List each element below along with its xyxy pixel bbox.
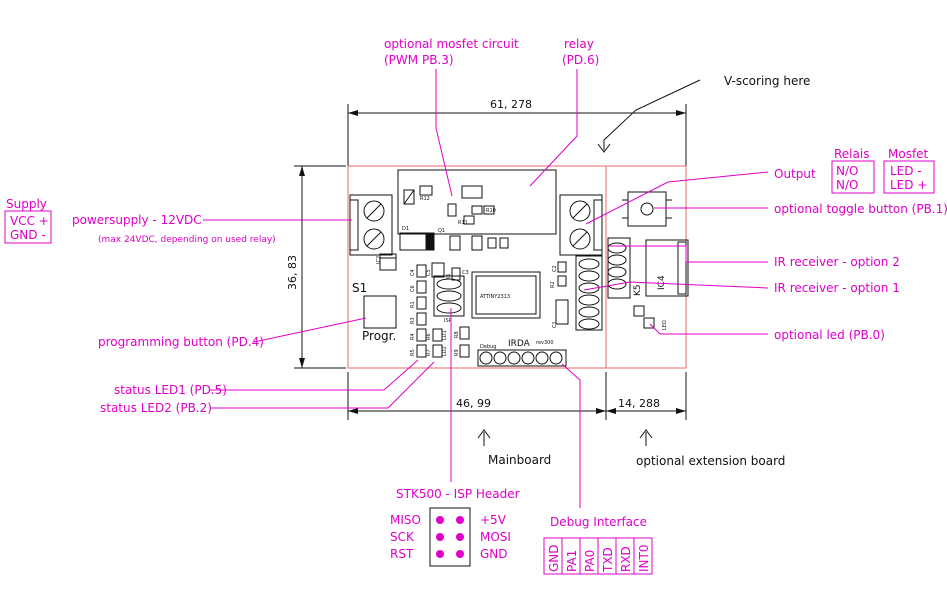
silk-chip: ATTINY2313	[480, 294, 510, 300]
isp-pin-miso: MISO	[390, 513, 421, 527]
pcb-components	[349, 169, 689, 367]
silk-r9: R9	[454, 349, 460, 356]
board-arrows	[477, 429, 653, 446]
debug-interface-dividers	[561, 538, 635, 574]
dimension-width-ext: 14, 288	[618, 397, 660, 410]
label-ir-option1: IR receiver - option 1	[774, 281, 900, 295]
label-mosfet-hdr: Mosfet	[888, 147, 929, 161]
silk-ld1: LD1	[442, 330, 448, 340]
debug-pin-gnd: GND	[547, 544, 561, 572]
isp-pin-mosi: MOSI	[480, 530, 511, 544]
relais-no2: N/O	[836, 178, 858, 192]
silk-r4: R4	[410, 333, 416, 340]
silk-rev: rev300	[536, 340, 554, 346]
silk-r7: R7	[426, 349, 432, 356]
label-status-led2: status LED2 (PB.2)	[100, 401, 212, 415]
ir-receiver-outline	[645, 239, 689, 297]
label-relais: Relais	[834, 147, 869, 161]
isp-header-box	[429, 507, 471, 567]
label-mainboard: Mainboard	[488, 453, 551, 467]
label-output: Output	[774, 167, 816, 181]
debug-pin-pa0: PA0	[583, 550, 597, 572]
mosfet-led-plus: LED +	[890, 178, 927, 192]
silk-r8: R8	[454, 331, 460, 338]
isp-pins	[436, 516, 464, 558]
silk-s1: S1	[352, 281, 367, 295]
supply-vcc: VCC +	[10, 214, 49, 228]
debug-pin-txd: TXD	[601, 547, 615, 573]
silk-ic2: IC2	[376, 256, 382, 264]
label-ir-option2: IR receiver - option 2	[774, 255, 900, 269]
silk-r2: R2	[550, 281, 556, 288]
silk-r3: R3	[410, 317, 416, 324]
dimension-width-total: 61, 278	[490, 98, 532, 111]
label-debug-interface: Debug Interface	[550, 515, 647, 529]
v-scoring-arrow	[597, 79, 701, 153]
dimension-height: 36, 83	[286, 255, 299, 290]
supply-gnd: GND -	[10, 228, 46, 242]
label-programming-button: programming button (PD.4)	[98, 335, 264, 349]
silk-r12: R12	[420, 196, 430, 202]
debug-pin-int0: INT0	[637, 545, 651, 572]
dimension-lines	[294, 104, 687, 420]
label-optional-led: optional led (PB.0)	[774, 328, 885, 342]
silk-c3: C3	[462, 270, 469, 276]
isp-pin-5v: +5V	[480, 513, 507, 527]
silk-isp: ISP	[444, 318, 452, 324]
mosfet-led-minus: LED -	[890, 164, 922, 178]
debug-pin-rxd: RXD	[619, 546, 633, 572]
silk-x1: X1	[446, 273, 452, 280]
silk-k5: K5	[633, 284, 643, 296]
label-toggle-button: optional toggle button (PB.1)	[774, 202, 947, 216]
silk-r10: R10	[486, 208, 496, 214]
silk-c1: C1	[552, 321, 558, 328]
silk-led: LED	[662, 320, 668, 330]
isp-pin-sck: SCK	[390, 530, 415, 544]
silk-r1: R1	[410, 301, 416, 308]
relais-no1: N/O	[836, 164, 858, 178]
silk-q1: Q1	[438, 228, 445, 234]
supply-box	[4, 210, 52, 244]
dimension-width-main: 46, 99	[456, 397, 491, 410]
label-isp-header: STK500 - ISP Header	[396, 487, 520, 501]
relais-box	[831, 160, 875, 194]
label-mosfet-circuit: optional mosfet circuit	[384, 37, 519, 51]
label-mosfet-pwm: (PWM PB.3)	[384, 53, 454, 67]
board-outline	[347, 165, 687, 369]
label-extension-board: optional extension board	[636, 454, 785, 468]
silk-ic4: IC4	[657, 275, 667, 290]
silk-irda: IRDA	[508, 339, 531, 349]
silk-r5: R5	[410, 349, 416, 356]
label-status-led1: status LED1 (PD.5)	[114, 383, 227, 397]
silk-c5: C5	[426, 269, 432, 276]
silk-c4: C4	[410, 269, 416, 276]
isp-pin-rst: RST	[390, 547, 414, 561]
silk-progr: Progr.	[362, 329, 396, 343]
leader-lines	[203, 69, 769, 508]
label-vscoring: V-scoring here	[724, 74, 810, 88]
silk-debug: Debug	[480, 344, 496, 350]
supply-terminal	[349, 194, 393, 256]
label-relay-pin: (PD.6)	[562, 53, 599, 67]
mosfet-box	[883, 160, 935, 194]
label-powersupply-note: (max 24VDC, depending on used relay)	[98, 235, 276, 245]
label-powersupply: powersupply - 12VDC	[72, 213, 202, 227]
relay-outline	[397, 169, 557, 235]
label-relay: relay	[564, 37, 594, 51]
isp-pin-gnd: GND	[480, 547, 508, 561]
label-supply: Supply	[6, 197, 47, 211]
attiny-chip	[471, 271, 541, 319]
programming-button-outline	[363, 295, 397, 329]
output-terminal	[559, 194, 603, 256]
toggle-button-outline	[627, 191, 667, 227]
silk-ld2: LD2	[442, 346, 448, 356]
silk-c2: C2	[552, 265, 558, 272]
silk-d1: D1	[402, 226, 409, 232]
debug-pin-pa1: PA1	[565, 550, 579, 572]
silk-c6: C6	[410, 285, 416, 292]
silk-r11: R11	[458, 220, 468, 226]
silk-r6: R6	[426, 333, 432, 340]
